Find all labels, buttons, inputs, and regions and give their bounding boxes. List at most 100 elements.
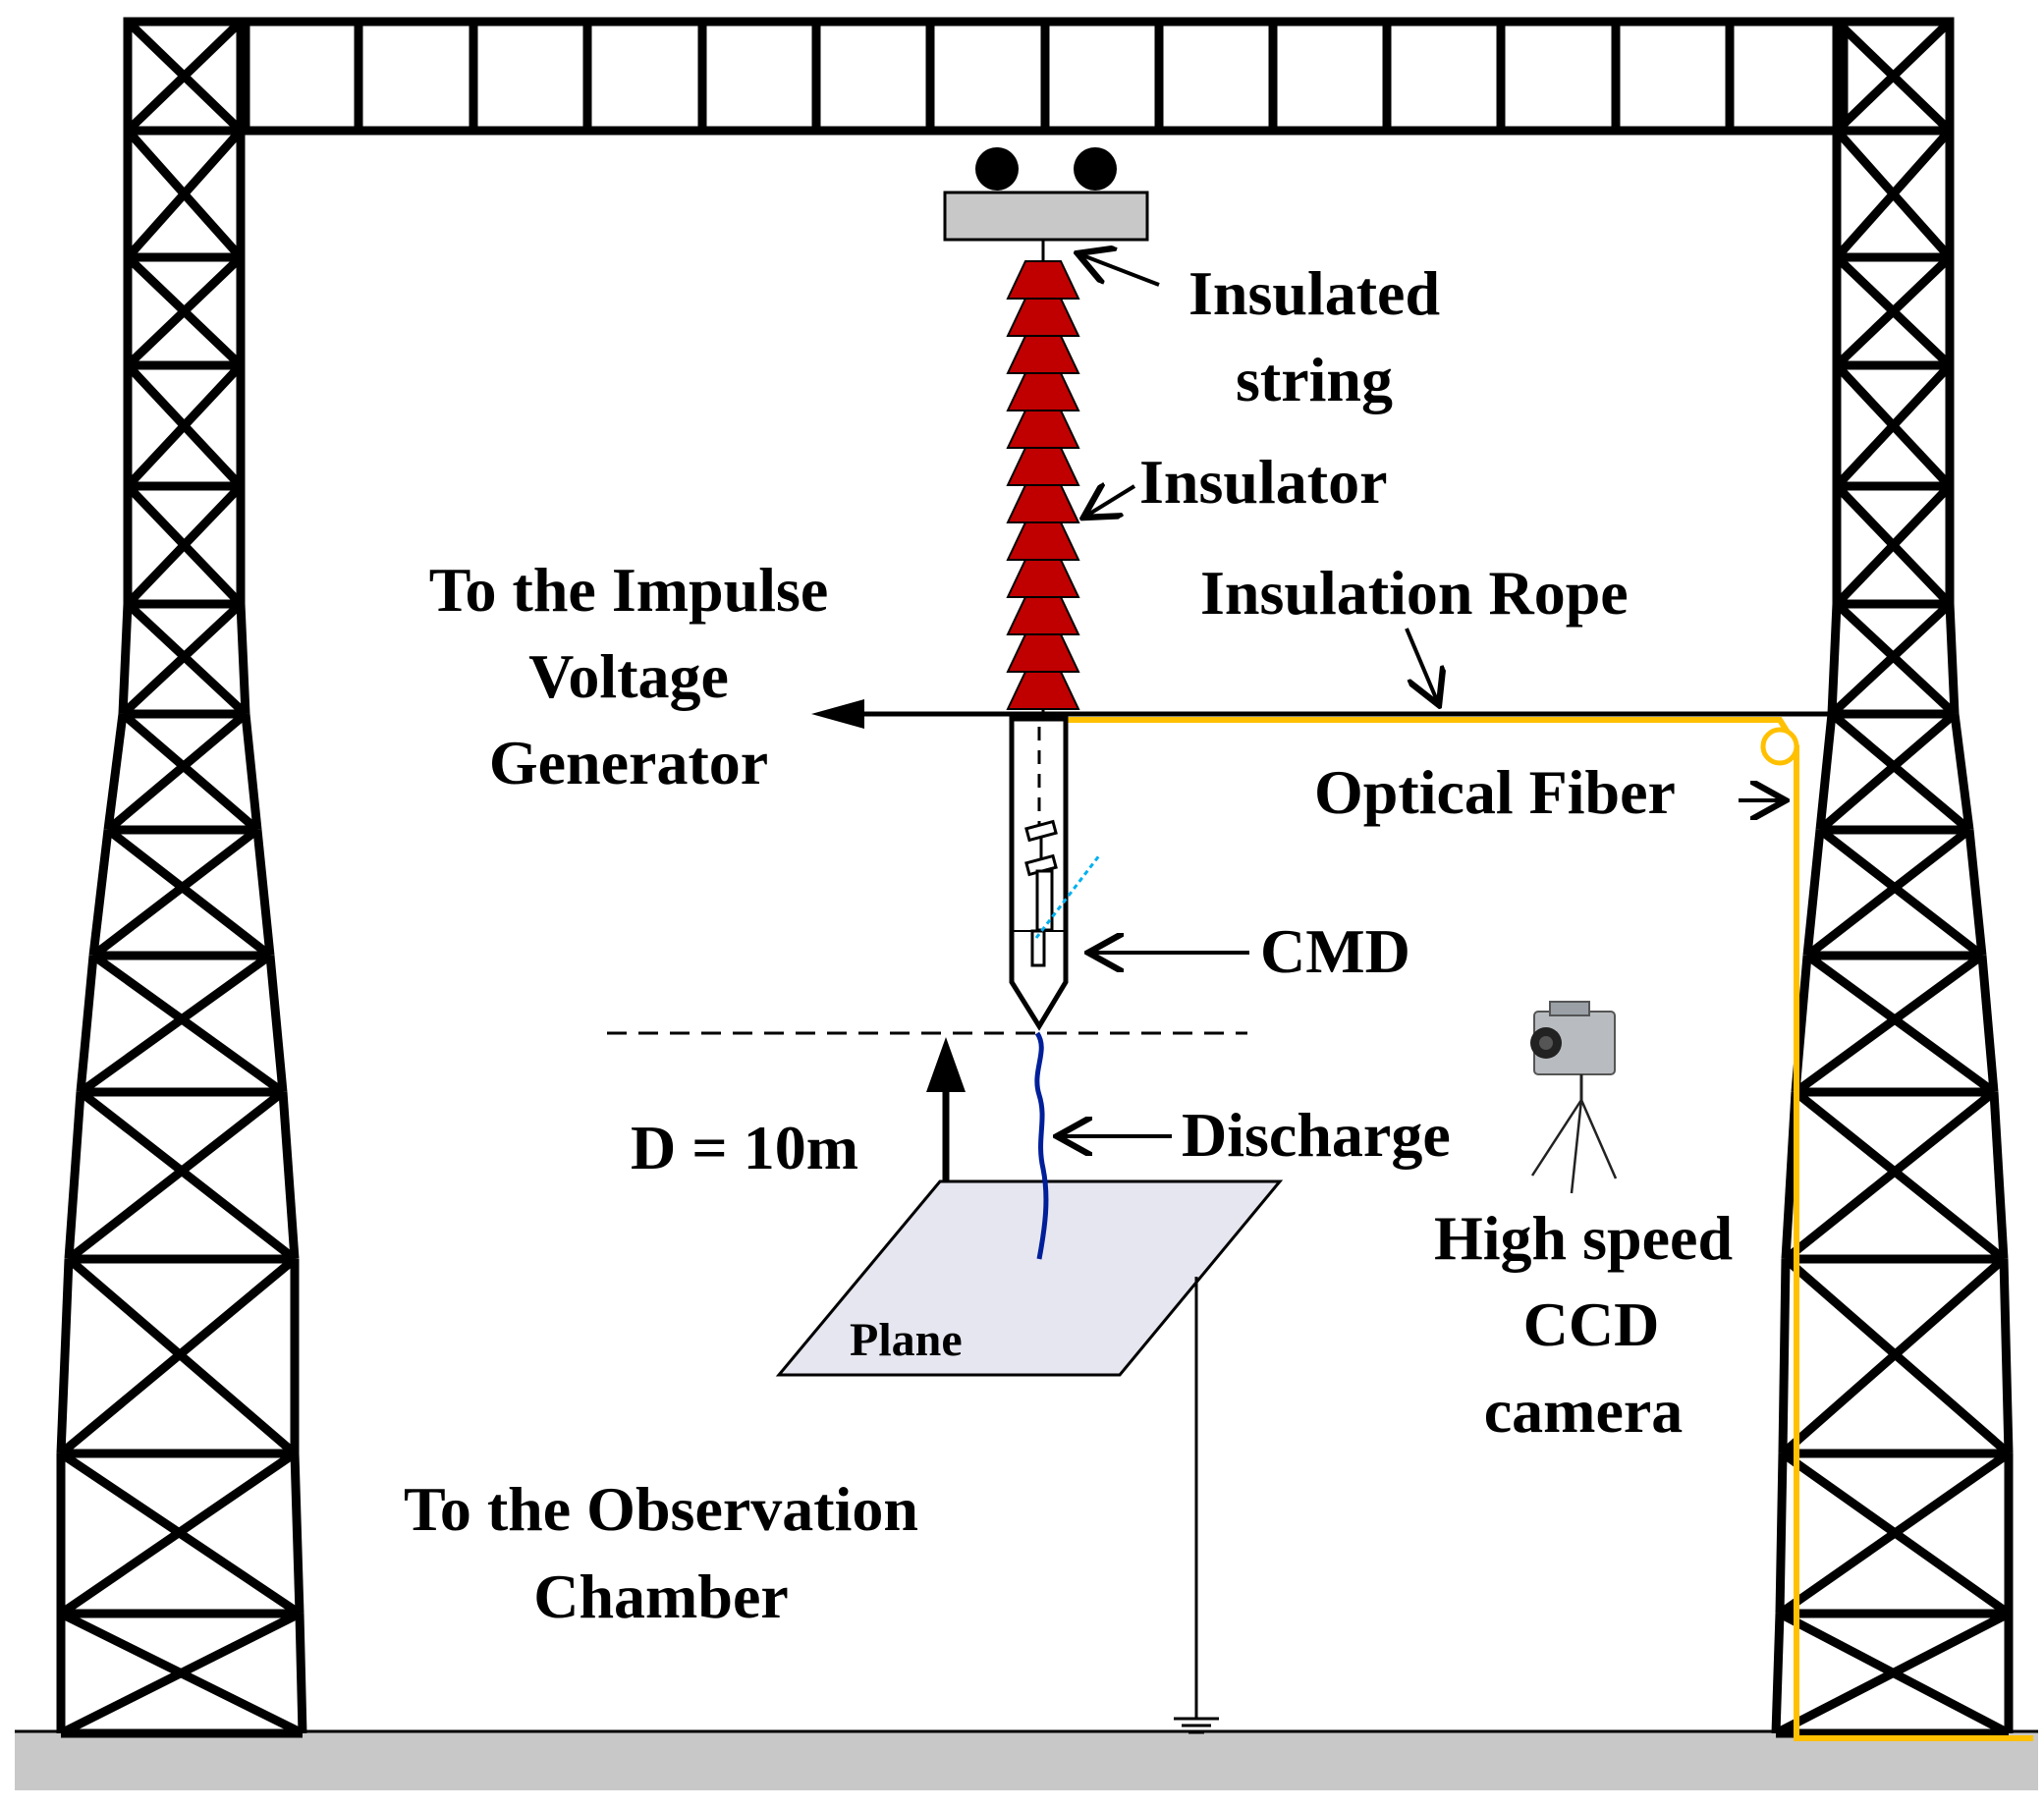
insulator-shed xyxy=(1006,671,1080,710)
discharge-label: Discharge xyxy=(1182,1100,1451,1170)
left-tower-leg xyxy=(118,603,133,715)
insulator-shed xyxy=(1006,298,1080,337)
left-tower-leg xyxy=(265,955,288,1093)
left-tower-leg xyxy=(252,829,275,957)
right-tower-brace xyxy=(1804,952,1997,1096)
right-tower-leg xyxy=(1815,713,1837,831)
insulator-shed xyxy=(1006,559,1080,598)
insulated-string-label-line1: Insulated xyxy=(1188,258,1440,328)
insulation-rope-label: Insulation Rope xyxy=(1200,558,1629,628)
right-tower-brace xyxy=(1829,710,1972,834)
plane-label: Plane xyxy=(850,1314,963,1366)
right-tower-leg xyxy=(1945,603,1960,715)
top-truss xyxy=(123,17,1955,136)
right-tower-brace xyxy=(1793,952,1985,1096)
right-tower-brace xyxy=(1833,361,1954,490)
impulse-label-line2: Voltage xyxy=(528,641,729,711)
impulse-arrowhead xyxy=(811,699,864,729)
left-tower-brace xyxy=(66,1088,286,1263)
insulator-string xyxy=(1006,260,1080,719)
insulator-shed xyxy=(1006,335,1080,374)
right-tower-leg xyxy=(1778,1258,1791,1454)
left-tower-brace xyxy=(124,128,245,260)
left-tower-brace xyxy=(105,710,249,834)
camera-label-line3: camera xyxy=(1484,1376,1684,1446)
right-tower-brace xyxy=(1817,710,1958,834)
left-tower-brace xyxy=(124,361,245,490)
left-tower-leg xyxy=(295,1613,307,1734)
right-tower-brace xyxy=(1777,1450,2012,1617)
right-tower-brace xyxy=(1828,600,1954,718)
right-tower-leg xyxy=(1950,713,1974,831)
observation-label-line2: Chamber xyxy=(533,1561,789,1631)
cmd-label: CMD xyxy=(1260,916,1410,986)
right-tower-brace xyxy=(1833,128,1954,260)
left-tower xyxy=(56,17,307,1738)
insulation-rope-arrow xyxy=(1405,628,1439,705)
hanger-wheel-left xyxy=(975,147,1019,191)
left-tower-leg xyxy=(236,603,250,715)
right-tower-leg xyxy=(1802,829,1825,957)
insulator-arrow xyxy=(1083,486,1136,518)
left-tower-brace xyxy=(58,1450,298,1617)
left-tower-brace xyxy=(58,1609,303,1738)
right-tower-leg xyxy=(1999,1258,2014,1454)
insulator-shed xyxy=(1006,447,1080,486)
left-tower-leg xyxy=(103,713,128,831)
left-tower-brace xyxy=(124,18,245,135)
left-tower-brace xyxy=(78,1088,298,1263)
left-tower-brace xyxy=(105,826,273,959)
left-tower-brace xyxy=(58,1255,298,1457)
left-tower-brace xyxy=(78,952,273,1096)
impulse-label-line1: To the Impulse xyxy=(429,555,829,625)
optical-fiber-label: Optical Fiber xyxy=(1314,757,1676,827)
right-tower-leg xyxy=(1771,1613,1785,1734)
distance-label: D = 10m xyxy=(631,1113,858,1182)
left-tower-brace xyxy=(90,952,286,1096)
right-tower-leg xyxy=(1775,1452,1788,1615)
cmd-device xyxy=(1009,716,1102,1031)
right-tower-brace xyxy=(1804,826,1972,959)
left-tower-leg xyxy=(64,1091,85,1260)
discharge-channel xyxy=(1034,1031,1049,1260)
left-tower-leg xyxy=(241,713,262,831)
left-tower-brace xyxy=(124,482,245,608)
left-tower-leg xyxy=(76,955,98,1093)
insulator-label: Insulator xyxy=(1139,447,1388,517)
hanger-plate xyxy=(943,191,1149,242)
ccd-camera-icon xyxy=(1530,1001,1618,1194)
insulator-shed xyxy=(1006,484,1080,523)
right-tower-brace xyxy=(1833,18,1954,135)
left-tower-leg xyxy=(88,829,113,957)
left-tower-brace xyxy=(119,600,245,718)
insulated-string-label-line2: string xyxy=(1236,345,1393,414)
right-tower-leg xyxy=(1989,1091,2009,1260)
right-tower-brace xyxy=(1817,826,1985,959)
left-tower-leg xyxy=(278,1091,300,1260)
hanger-wheel-right xyxy=(1074,147,1117,191)
camera-label-line1: High speed xyxy=(1434,1203,1733,1273)
impulse-label-line3: Generator xyxy=(489,728,768,797)
right-tower-leg xyxy=(1977,955,1999,1093)
right-tower-brace xyxy=(1833,482,1954,608)
left-tower-brace xyxy=(124,253,245,369)
left-tower-brace xyxy=(90,826,260,959)
ground-symbol-icon xyxy=(1174,1717,1219,1734)
ground-plane xyxy=(775,1179,1284,1377)
insulator-shed xyxy=(1006,372,1080,411)
insulator-shed xyxy=(1006,596,1080,635)
ground xyxy=(15,1731,2038,1790)
right-tower-leg xyxy=(1964,829,1987,957)
left-tower-leg xyxy=(290,1452,304,1615)
right-tower-brace xyxy=(1780,1255,2007,1457)
insulator-shed xyxy=(1006,633,1080,673)
insulator-shed xyxy=(1006,260,1080,300)
insulator-shed xyxy=(1006,521,1080,561)
right-tower-brace xyxy=(1833,253,1954,369)
right-tower-brace xyxy=(1783,1088,1997,1263)
right-tower xyxy=(1771,17,2014,1738)
left-tower-brace xyxy=(120,710,260,834)
observation-label-line1: To the Observation xyxy=(404,1474,918,1544)
right-tower-brace xyxy=(1773,1609,2012,1738)
